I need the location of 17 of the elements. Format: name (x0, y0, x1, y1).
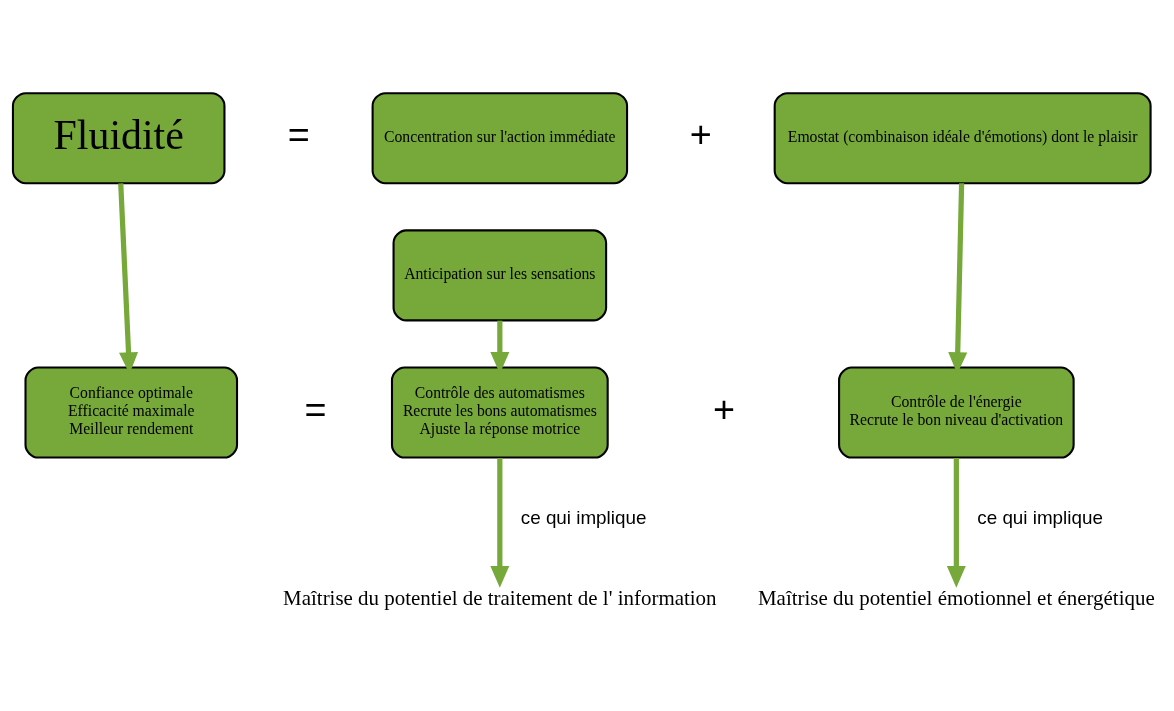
node-box: Contrôle de l'énergie Recrute le bon niveau d'activation (838, 365, 1075, 459)
node-box: Contrôle des automatismes Recrute les bons automatismes Ajuste la réponse motrice (390, 365, 609, 459)
node-box: Emostat (combinaison idéale d'émotions) dont le plaisir (773, 91, 1152, 184)
edge-label: ce qui implique (520, 506, 647, 528)
label: + (712, 387, 735, 430)
node-text: Maîtrise du potentiel émotionnel et énergétique (757, 585, 1155, 610)
arrow (946, 457, 966, 588)
label: + (689, 112, 712, 155)
node-text: Maîtrise du potentiel de traitement de l' information (283, 585, 717, 610)
node-box: Anticipation sur les sensations (392, 228, 608, 321)
label: = (287, 112, 310, 155)
edge-label: ce qui implique (977, 506, 1103, 528)
node-box: Fluidité (11, 91, 226, 184)
arrow (490, 457, 510, 588)
node-box: Confiance optimale Efficacité maximale Meilleur rendement (24, 365, 239, 459)
node-box: Concentration sur l'action immédiate (371, 91, 629, 184)
label: = (304, 387, 327, 430)
